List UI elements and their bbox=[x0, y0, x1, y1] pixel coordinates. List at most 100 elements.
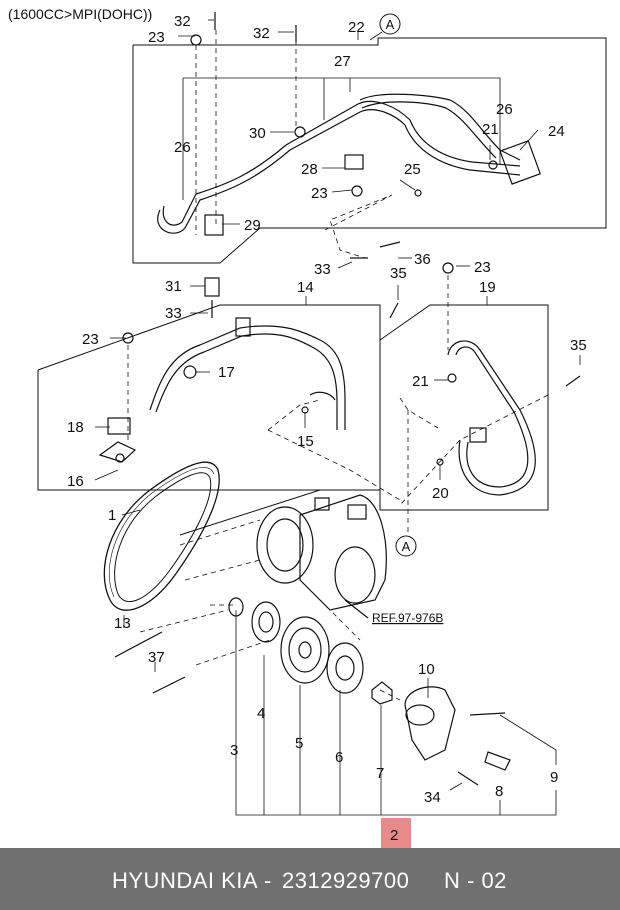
ref-arrow bbox=[344, 599, 369, 619]
compressor-rear-housing bbox=[334, 546, 376, 604]
bolt-35a bbox=[389, 302, 399, 319]
callout-24[interactable]: 24 bbox=[548, 123, 565, 140]
callout-17[interactable]: 17 bbox=[218, 364, 235, 381]
callout-23c[interactable]: 23 bbox=[474, 259, 491, 276]
frame-hose-19 bbox=[379, 304, 549, 511]
callout-21a[interactable]: 21 bbox=[482, 121, 499, 138]
callout-37[interactable]: 37 bbox=[148, 649, 165, 666]
callout-23d[interactable]: 23 bbox=[82, 331, 99, 348]
callout-14[interactable]: 14 bbox=[297, 279, 314, 296]
bolt-36 bbox=[379, 241, 401, 248]
pulley-4-inner bbox=[258, 611, 274, 633]
connector-a-top: A bbox=[386, 17, 395, 32]
callout-4[interactable]: 4 bbox=[257, 705, 265, 722]
callout-27[interactable]: 27 bbox=[334, 53, 351, 70]
bracket-31 bbox=[204, 277, 220, 297]
fitting-16 bbox=[98, 441, 137, 463]
bolt-25-head bbox=[414, 189, 422, 197]
connector-a-bottom: A bbox=[402, 539, 411, 554]
callout-7[interactable]: 7 bbox=[376, 765, 384, 782]
compressor bbox=[256, 494, 387, 619]
callout-22[interactable]: 22 bbox=[348, 19, 365, 36]
hose-19-assembly bbox=[389, 262, 581, 496]
upper-suction-pipe bbox=[157, 109, 521, 234]
callout-16[interactable]: 16 bbox=[67, 473, 84, 490]
bolt-9 bbox=[469, 712, 506, 716]
callout-1[interactable]: 1 bbox=[108, 507, 116, 524]
callout-29[interactable]: 29 bbox=[244, 217, 261, 234]
callout-13[interactable]: 13 bbox=[114, 615, 131, 632]
footer-bar: HYUNDAI KIA - 2312929700 N - 02 bbox=[0, 848, 620, 910]
callout-labels: 32 23 32 22 27 26 21 24 30 26 28 25 23 2… bbox=[67, 13, 587, 844]
callout-3[interactable]: 3 bbox=[230, 742, 238, 759]
belt-inner bbox=[114, 472, 212, 603]
connector-a-bottom-circle bbox=[395, 535, 417, 557]
footer-brand: HYUNDAI KIA bbox=[112, 868, 259, 893]
bracket-29 bbox=[204, 214, 224, 236]
callout-33b[interactable]: 33 bbox=[165, 305, 182, 322]
callout-23b[interactable]: 23 bbox=[311, 185, 328, 202]
callout-9[interactable]: 9 bbox=[550, 769, 558, 786]
washer-3 bbox=[228, 597, 244, 617]
callout-31[interactable]: 31 bbox=[165, 278, 182, 295]
frame-compressor-link bbox=[179, 489, 380, 536]
compressor-clutch-plate bbox=[256, 506, 314, 584]
hose-19-line bbox=[447, 340, 536, 496]
ac-compressor-parts-diagram: A A REF.97-976B 32 23 32 22 27 26 21 24 … bbox=[37, 12, 607, 848]
pulley-6-inner bbox=[335, 655, 355, 681]
sensor-17 bbox=[183, 365, 197, 379]
compressor-body bbox=[299, 494, 387, 611]
callout-19[interactable]: 19 bbox=[479, 279, 496, 296]
footer-code: N - 02 bbox=[444, 868, 507, 893]
callout-33a[interactable]: 33 bbox=[314, 261, 331, 278]
bolt-35b bbox=[565, 375, 581, 387]
callout-5[interactable]: 5 bbox=[295, 735, 303, 752]
callout-35b[interactable]: 35 bbox=[570, 337, 587, 354]
bolt-37 bbox=[152, 676, 186, 694]
pulley-5-mid bbox=[288, 627, 322, 673]
hose-14-branch bbox=[309, 391, 336, 401]
highlight-part-2 bbox=[381, 818, 411, 848]
callout-23a[interactable]: 23 bbox=[148, 29, 165, 46]
callout-26b[interactable]: 26 bbox=[174, 139, 191, 156]
callout-18[interactable]: 18 bbox=[67, 419, 84, 436]
nut-23-left bbox=[122, 332, 134, 344]
callout-6[interactable]: 6 bbox=[335, 749, 343, 766]
callout-35a[interactable]: 35 bbox=[390, 265, 407, 282]
dashed-guides bbox=[127, 30, 549, 701]
tensioner-pulley-10 bbox=[405, 704, 435, 726]
bolt-13 bbox=[114, 631, 163, 658]
callout-28[interactable]: 28 bbox=[301, 161, 318, 178]
o-ring-16 bbox=[115, 453, 125, 463]
block-fitting-24 bbox=[499, 140, 542, 185]
callout-32b[interactable]: 32 bbox=[253, 25, 270, 42]
callout-34[interactable]: 34 bbox=[424, 789, 441, 806]
clamp-28 bbox=[344, 154, 364, 170]
callout-25[interactable]: 25 bbox=[404, 161, 421, 178]
footer-part-number: 2312929700 bbox=[282, 868, 410, 893]
nut-23-mid bbox=[351, 185, 363, 197]
callout-20[interactable]: 20 bbox=[432, 485, 449, 502]
callout-8[interactable]: 8 bbox=[495, 783, 503, 800]
compressor-port-a bbox=[314, 497, 330, 511]
callout-36[interactable]: 36 bbox=[414, 251, 431, 268]
pulley-6-outer bbox=[326, 642, 364, 694]
upper-discharge-pipe-inner bbox=[361, 101, 497, 159]
hose-14-line bbox=[149, 325, 346, 430]
hose-14-fitting bbox=[235, 317, 251, 337]
callout-15[interactable]: 15 bbox=[297, 433, 314, 450]
callout-30[interactable]: 30 bbox=[249, 125, 266, 142]
callout-32a[interactable]: 32 bbox=[174, 13, 191, 30]
o-ring-20 bbox=[436, 458, 444, 466]
clip-30 bbox=[294, 126, 306, 138]
ref-label[interactable]: REF.97-976B bbox=[372, 611, 443, 625]
callout-10[interactable]: 10 bbox=[418, 661, 435, 678]
belt-rib bbox=[108, 466, 215, 598]
hose-14-line-inner bbox=[155, 333, 338, 430]
callout-21b[interactable]: 21 bbox=[412, 373, 429, 390]
nut-23-upper bbox=[190, 34, 202, 46]
callout-26a[interactable]: 26 bbox=[496, 101, 513, 118]
callout-2[interactable]: 2 bbox=[390, 827, 398, 844]
pulley-4-outer bbox=[251, 601, 281, 643]
pulley-5-hub bbox=[298, 641, 312, 659]
